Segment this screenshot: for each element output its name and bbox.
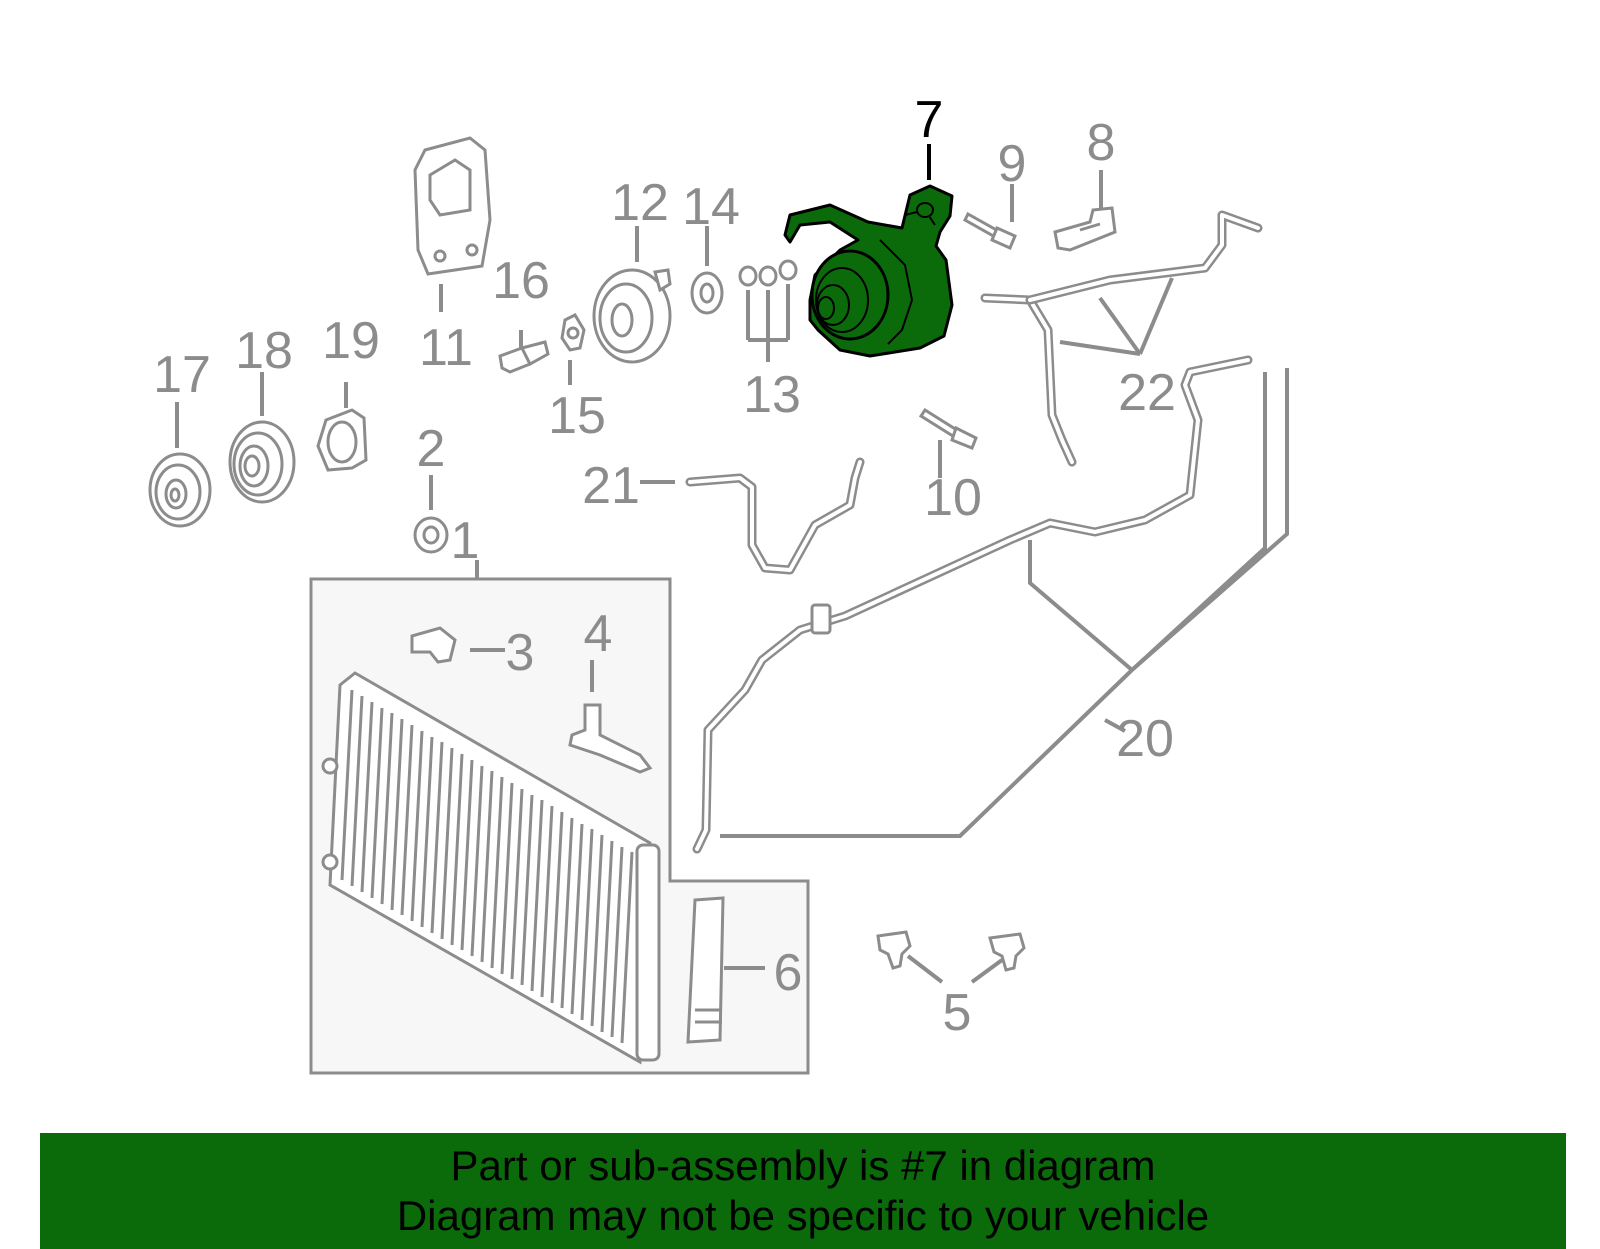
callout-21: 21: [582, 457, 640, 515]
callout-10: 10: [924, 469, 982, 527]
washer-2[interactable]: [413, 516, 449, 554]
callout-14: 14: [682, 178, 740, 236]
clutch-pulley-12[interactable]: [592, 268, 672, 364]
ac-compressor-7[interactable]: [783, 184, 954, 358]
gasket-15[interactable]: [560, 313, 586, 352]
banner-line-2: Diagram may not be specific to your vehi…: [396, 1192, 1210, 1239]
callout-labels: 1 2 3 4 5 6 7 8 9 10 11 12 13 14 15 16 1…: [153, 91, 1176, 1042]
o-ring-13a[interactable]: [738, 265, 758, 287]
callout-6: 6: [774, 944, 803, 1002]
callout-7: 7: [915, 91, 944, 149]
hose-22[interactable]: [980, 210, 1263, 467]
bolt-9[interactable]: [963, 211, 1017, 250]
banner-line-1: Part or sub-assembly is #7 in diagram: [450, 1142, 1156, 1189]
clip-5-right[interactable]: [988, 932, 1026, 972]
callout-8: 8: [1087, 114, 1116, 172]
condenser[interactable]: [321, 671, 661, 1065]
receiver-dryer-6[interactable]: [686, 896, 725, 1044]
callout-18: 18: [235, 322, 293, 380]
callout-5: 5: [943, 984, 972, 1042]
bolt-10[interactable]: [918, 407, 978, 450]
leader-lines: [175, 144, 1289, 984]
o-ring-13c[interactable]: [778, 259, 798, 281]
compressor-bracket-11[interactable]: [413, 136, 492, 276]
callout-3: 3: [506, 624, 535, 682]
callout-9: 9: [998, 135, 1027, 193]
washer-14[interactable]: [690, 271, 724, 315]
callout-11: 11: [419, 319, 473, 377]
bracket-4[interactable]: [568, 703, 653, 774]
suction-hose-21[interactable]: [685, 457, 865, 575]
snap-ring-19[interactable]: [316, 408, 368, 472]
notice-banner: Part or sub-assembly is #7 in diagram Di…: [40, 1133, 1566, 1249]
callout-2: 2: [417, 420, 446, 478]
callout-1: 1: [451, 512, 480, 570]
callout-17: 17: [153, 346, 211, 404]
clutch-hub-17[interactable]: [148, 452, 212, 528]
pulley-18[interactable]: [228, 420, 296, 504]
callout-16: 16: [492, 252, 550, 310]
valve-16[interactable]: [498, 340, 550, 374]
hose-assembly-20[interactable]: [692, 355, 1253, 854]
callout-20: 20: [1116, 710, 1174, 768]
callout-13: 13: [743, 366, 801, 424]
callout-19: 19: [322, 312, 380, 370]
callout-4: 4: [584, 605, 613, 663]
bracket-3[interactable]: [410, 626, 457, 664]
callout-22: 22: [1118, 364, 1176, 422]
callout-12: 12: [611, 174, 669, 232]
callout-15: 15: [548, 387, 606, 445]
o-ring-13b[interactable]: [758, 265, 778, 287]
clip-5-left[interactable]: [876, 930, 912, 970]
bracket-8[interactable]: [1053, 206, 1117, 252]
